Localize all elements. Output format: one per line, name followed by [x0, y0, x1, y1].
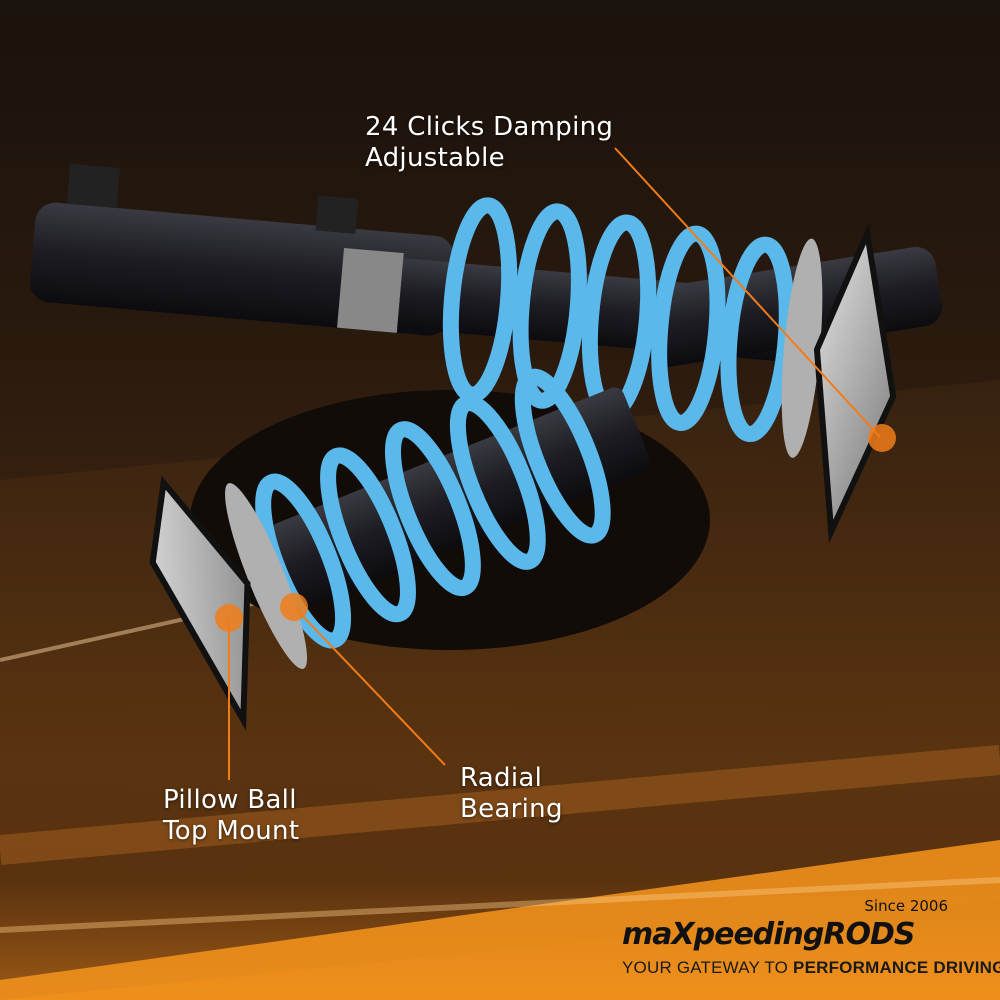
callout-pillow-ball: Pillow Ball Top Mount — [163, 785, 299, 847]
callout-pillow-ball-line1: Pillow Ball — [163, 785, 297, 815]
tagline-bold: PERFORMANCE DRIVING — [793, 958, 1000, 977]
radial-bearing-marker-dot — [280, 593, 308, 621]
tagline-light: YOUR GATEWAY TO — [622, 958, 789, 977]
damping-marker-dot — [868, 424, 896, 452]
callout-damping: 24 Clicks Damping Adjustable — [365, 112, 613, 174]
callout-lines — [228, 147, 881, 780]
callout-pillow-ball-line2: Top Mount — [163, 816, 300, 846]
coilover-lower — [149, 368, 651, 731]
brand-tagline: YOUR GATEWAY TO PERFORMANCE DRIVING — [622, 958, 1000, 978]
callout-radial-bearing: Radial Bearing — [460, 763, 563, 825]
callout-radial-bearing-line1: Radial — [460, 763, 543, 793]
callout-damping-line2: Adjustable — [365, 143, 505, 173]
coilover-upper — [29, 163, 943, 544]
brand-logo: maXpeedingRODS — [622, 917, 916, 952]
callout-radial-bearing-line2: Bearing — [460, 794, 563, 824]
pillow-ball-marker-dot — [215, 604, 243, 632]
callout-damping-line1: 24 Clicks Damping — [365, 112, 614, 142]
brand-since: Since 2006 — [864, 897, 948, 915]
